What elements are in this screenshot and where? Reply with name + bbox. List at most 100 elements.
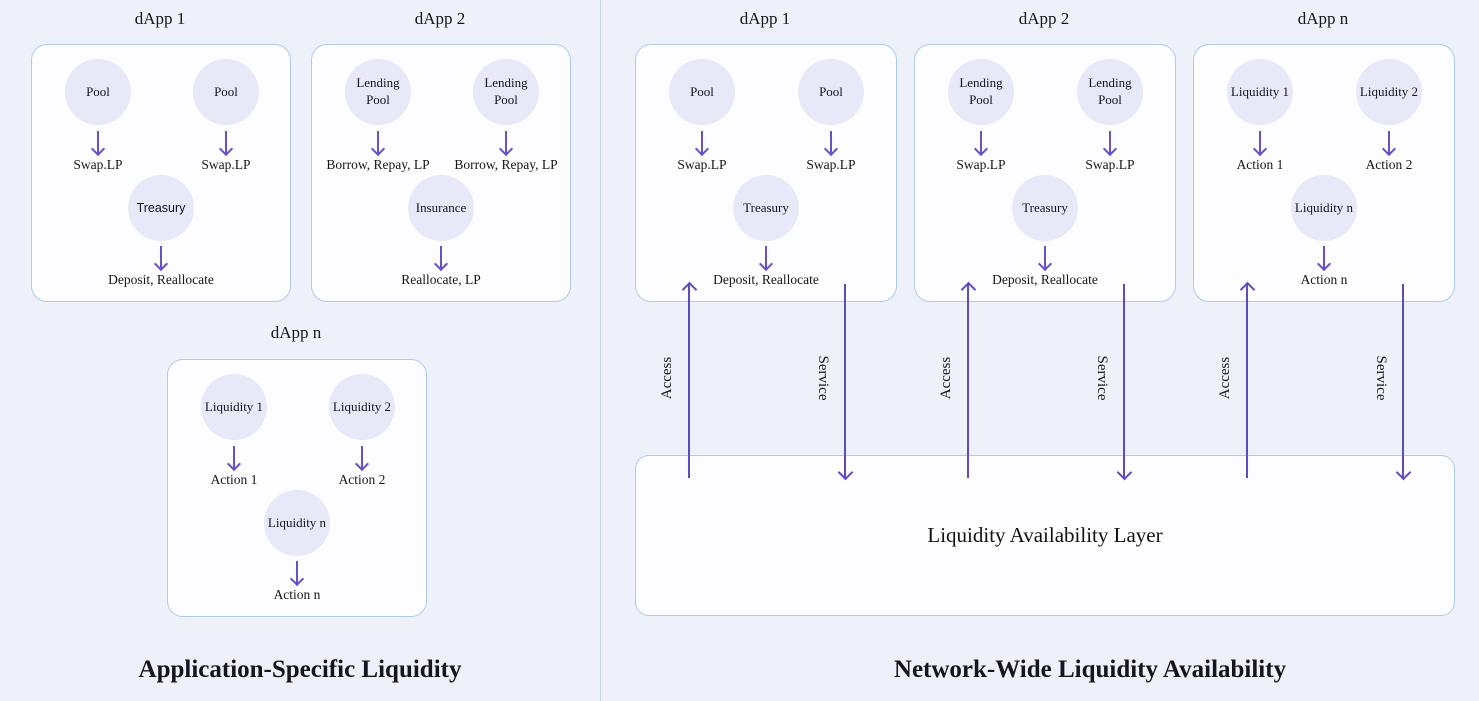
node-label: Lending Pool [959,75,1003,107]
node-label: Liquidity 1 [1230,83,1290,99]
down-arrow-icon [980,131,982,154]
service-arrow-down [1402,284,1404,478]
dapp-title: dApp 2 [414,9,466,28]
pool-node: Pool [798,59,864,125]
node-label: Pool [214,83,238,99]
down-arrow-icon [296,561,298,584]
dapp-card-right-n: Liquidity 1 Liquidity 2 Action 1 Action … [1193,44,1455,302]
node-label: Lending Pool [1088,75,1132,107]
node-label: Treasury [1022,199,1068,215]
node-label: Insurance [415,199,467,215]
service-arrow-down [844,284,846,478]
node-label: Liquidity 2 [1359,83,1419,99]
access-label: Access [938,356,954,400]
dapp-title: dApp n [270,323,322,342]
down-arrow-icon [1388,131,1390,154]
down-arrow-icon [160,246,162,269]
liquidity-node: Liquidity 1 [1227,59,1293,125]
dapp-title: dApp 1 [134,9,186,28]
lending-pool-node: Lending Pool [1077,59,1143,125]
liquidity-node: Liquidity 2 [1356,59,1422,125]
access-arrow-up [967,284,969,478]
divider [600,0,601,701]
node-label: Liquidity 1 [204,398,264,414]
dapp-title: dApp 2 [1018,9,1070,28]
pool-node: Pool [193,59,259,125]
liquidity-node: Liquidity n [264,490,330,556]
action-label: Action 2 [1365,157,1413,172]
service-label: Service [1373,355,1389,401]
action-label: Action n [1300,272,1348,287]
node-label: Lending Pool [356,75,400,107]
lending-pool-node: Lending Pool [473,59,539,125]
node-label: Liquidity n [1294,199,1354,215]
dapp-card-left-n: Liquidity 1 Liquidity 2 Action 1 Action … [167,359,427,617]
down-arrow-icon [225,131,227,154]
down-arrow-icon [701,131,703,154]
down-arrow-icon [97,131,99,154]
action-label: Swap.LP [956,157,1006,172]
down-arrow-icon [233,446,235,469]
liquidity-node: Liquidity 1 [201,374,267,440]
action-label: Swap.LP [677,157,727,172]
layer-title: Liquidity Availability Layer [927,523,1163,547]
dapp-card-right-1: Pool Pool Swap.LP Swap.LP Treasury Depos… [635,44,897,302]
dapp-card-right-2: Lending Pool Lending Pool Swap.LP Swap.L… [914,44,1176,302]
dapp-card-left-2: Lending Pool Lending Pool Borrow, Repay,… [311,44,571,302]
treasury-node: Treasury [128,175,194,241]
treasury-node: Treasury [1012,175,1078,241]
node-label: Treasury [743,199,789,215]
node-label: Pool [819,83,843,99]
pool-node: Pool [669,59,735,125]
dapp-card-left-1: Pool Pool Swap.LP Swap.LP Treasury Depos… [31,44,291,302]
down-arrow-icon [765,246,767,269]
action-label: Swap.LP [73,157,123,172]
node-label: Liquidity 2 [332,398,392,414]
action-label: Swap.LP [806,157,856,172]
down-arrow-icon [361,446,363,469]
action-label: Action n [273,587,321,602]
liquidity-availability-layer: Liquidity Availability Layer [635,455,1455,616]
action-label: Deposit, Reallocate [713,272,819,287]
node-label: Pool [86,83,110,99]
action-label: Reallocate, LP [401,272,481,287]
access-arrow-up [1246,284,1248,478]
down-arrow-icon [505,131,507,154]
right-section-title: Network-Wide Liquidity Availability [893,656,1287,683]
lending-pool-node: Lending Pool [345,59,411,125]
node-label: Liquidity n [267,514,327,530]
access-label: Access [659,356,675,400]
access-label: Access [1217,356,1233,400]
node-label: Treasury [136,200,186,215]
action-label: Action 2 [338,472,386,487]
action-label: Action 1 [1236,157,1284,172]
action-label: Action 1 [210,472,258,487]
liquidity-node: Liquidity 2 [329,374,395,440]
left-section-title: Application-Specific Liquidity [138,656,462,683]
node-label: Lending Pool [484,75,528,107]
treasury-node: Treasury [733,175,799,241]
down-arrow-icon [1259,131,1261,154]
dapp-title: dApp n [1297,9,1349,28]
action-label: Deposit, Reallocate [108,272,214,287]
dapp-title: dApp 1 [739,9,791,28]
node-label: Pool [690,83,714,99]
service-arrow-down [1123,284,1125,478]
insurance-node: Insurance [408,175,474,241]
access-arrow-up [688,284,690,478]
action-label: Swap.LP [1085,157,1135,172]
service-label: Service [815,355,831,401]
action-label: Deposit, Reallocate [992,272,1098,287]
pool-node: Pool [65,59,131,125]
action-label: Borrow, Repay, LP [326,157,430,172]
down-arrow-icon [1323,246,1325,269]
liquidity-node: Liquidity n [1291,175,1357,241]
down-arrow-icon [1044,246,1046,269]
action-label: Swap.LP [201,157,251,172]
lending-pool-node: Lending Pool [948,59,1014,125]
down-arrow-icon [377,131,379,154]
service-label: Service [1094,355,1110,401]
action-label: Borrow, Repay, LP [454,157,558,172]
down-arrow-icon [1109,131,1111,154]
